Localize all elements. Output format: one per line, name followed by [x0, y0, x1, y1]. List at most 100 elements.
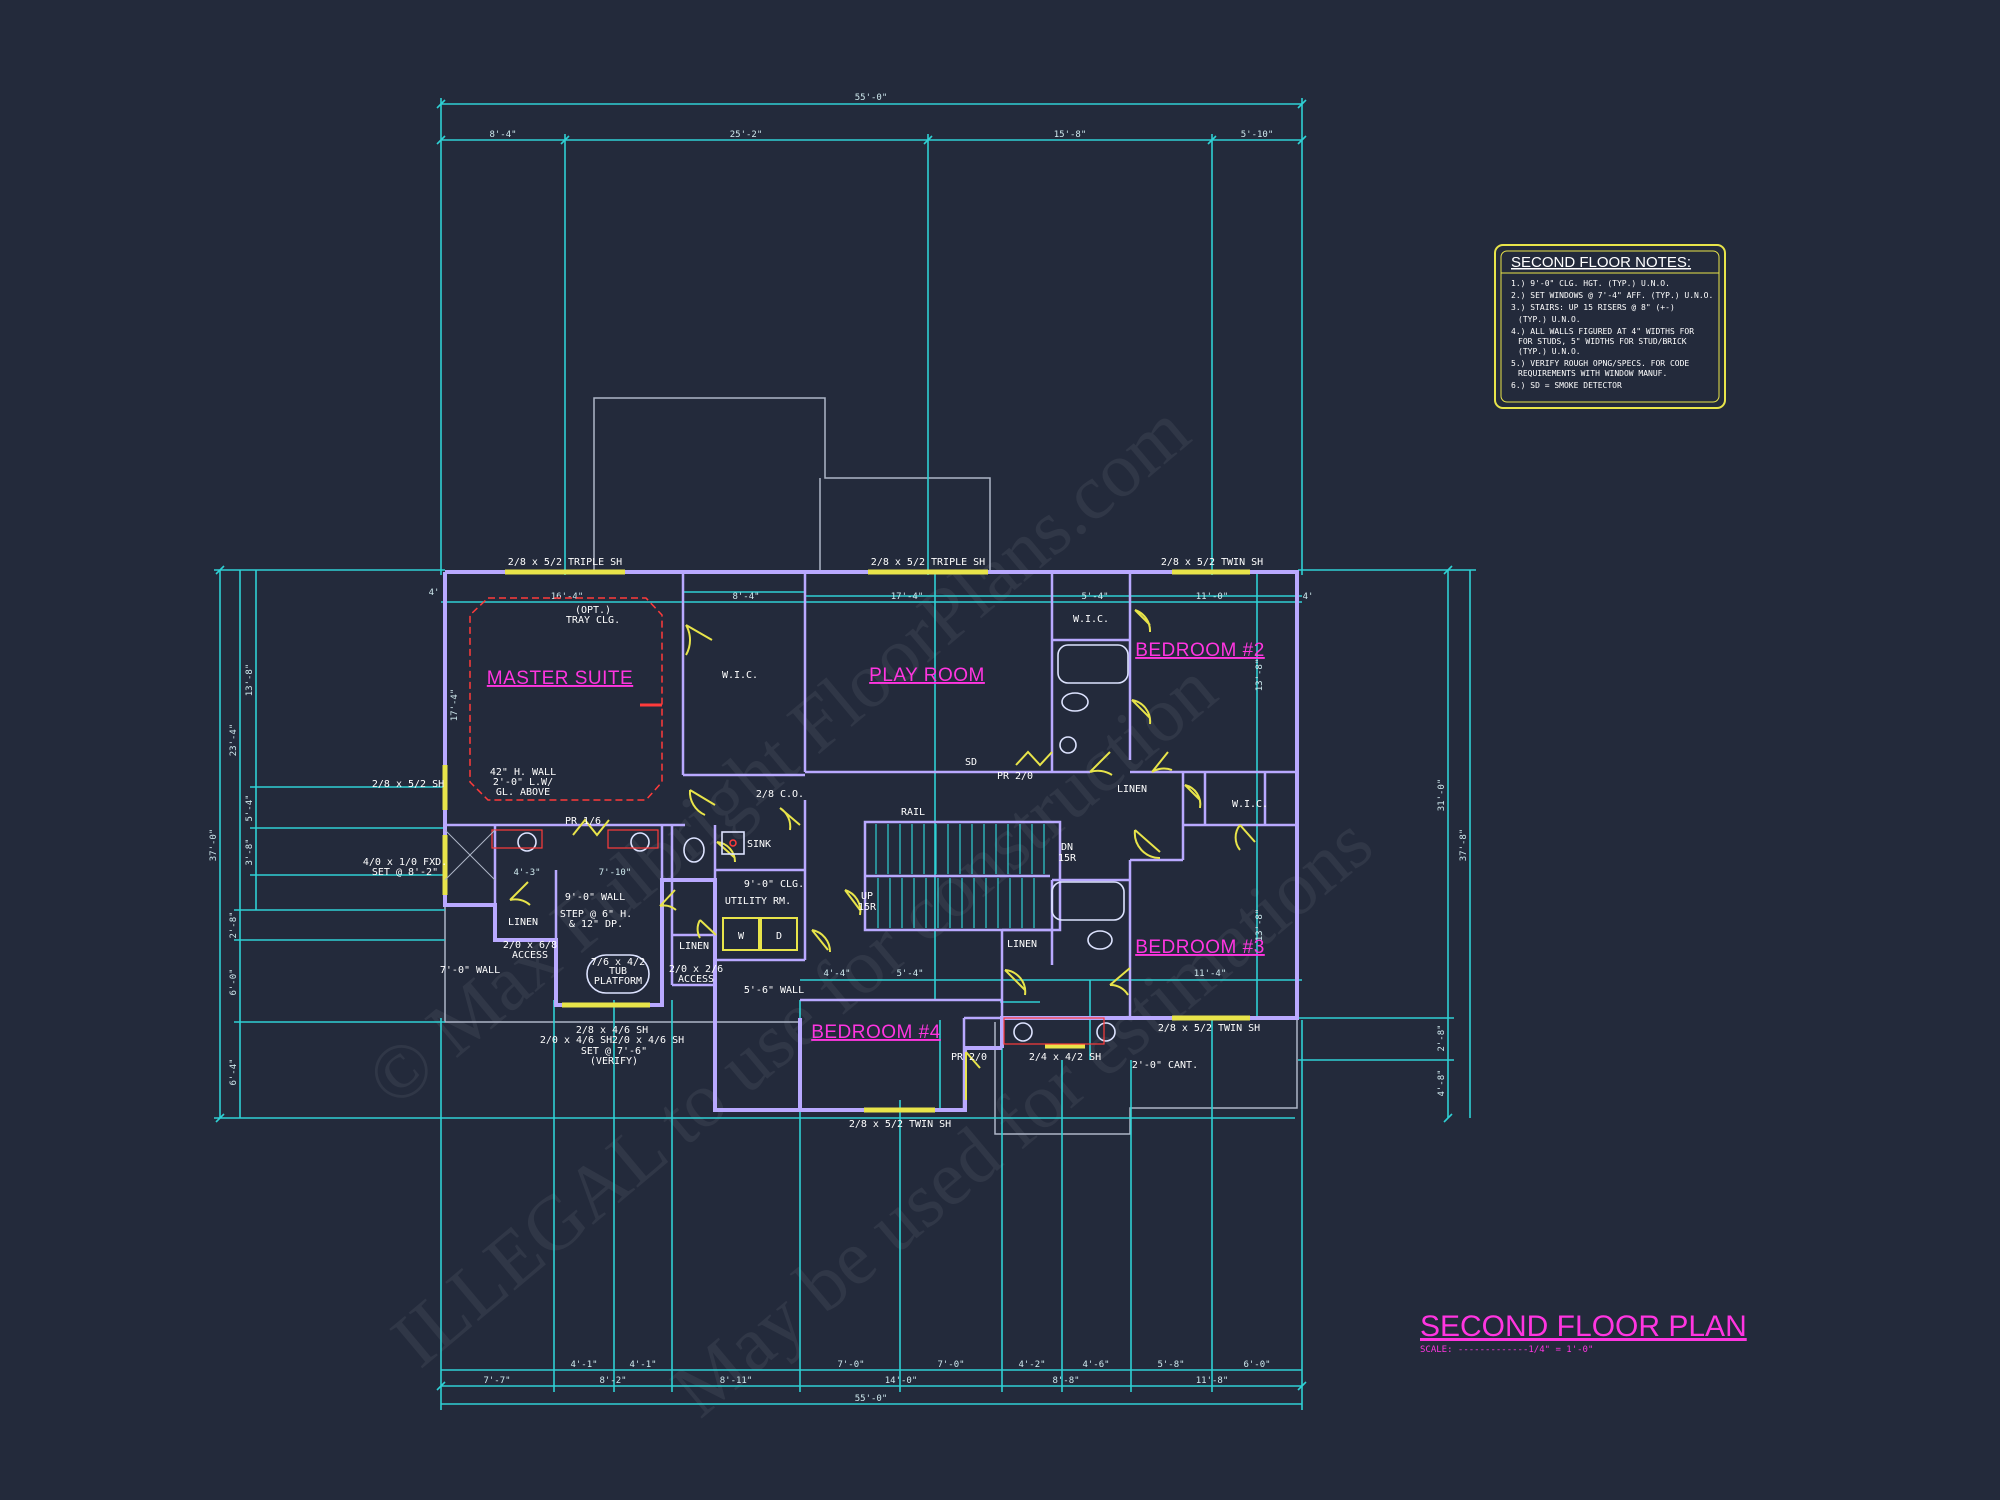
- label-pr-20-hall: PR 2/0: [997, 771, 1033, 782]
- dim-top-overall: 55'-0": [855, 93, 888, 103]
- label-half-wall-3: GL. ABOVE: [496, 787, 550, 798]
- label-pr-20-bed4: PR 2/0: [951, 1052, 987, 1063]
- label-ceiling-9: 9'-0" CLG.: [744, 879, 804, 890]
- note-2: 2.) SET WINDOWS @ 7'-4" AFF. (TYP.) U.N.…: [1511, 291, 1713, 300]
- label-washer: W: [738, 931, 745, 942]
- label-window-bot-1: 2/8 x 4/6 SH: [576, 1025, 648, 1036]
- dim-in-4a: 4': [429, 588, 440, 598]
- label-linen-master: LINEN: [508, 917, 538, 928]
- label-half-wall-2: 2'-0" L.W/: [493, 777, 553, 788]
- dim-bot-12: 5'-8": [1157, 1360, 1184, 1370]
- dim-in-bed3: 11'-4": [1194, 969, 1227, 979]
- label-wic-bed2: W.I.C.: [1073, 614, 1109, 625]
- dim-bot-3: 4'-1": [629, 1360, 656, 1370]
- dim-bot-11: 8'-8": [1052, 1376, 1079, 1386]
- dim-top-3: 15'-8": [1054, 130, 1087, 140]
- label-window-bot-8: 2/8 x 5/2 TWIN SH: [1158, 1023, 1260, 1034]
- note-6: 6.) SD = SMOKE DETECTOR: [1511, 381, 1622, 390]
- dim-top-4: 5'-10": [1241, 130, 1274, 140]
- dim-top-1: 8'-4": [489, 130, 516, 140]
- label-smoke-detector: SD: [965, 757, 977, 768]
- note-5: 5.) VERIFY ROUGH OPNG/SPECS. FOR CODE: [1511, 359, 1689, 368]
- dim-left-2: 23'-4": [229, 724, 239, 757]
- label-access-2: 2/0 x 2/6: [669, 964, 723, 975]
- dim-in-master: 16'-4": [551, 592, 584, 602]
- dim-left-4: 3'-8": [245, 838, 255, 865]
- room-bedroom-2: BEDROOM #2: [1135, 640, 1265, 661]
- note-4c: (TYP.) U.N.O.: [1518, 347, 1581, 356]
- label-window-bot-5: (VERIFY): [590, 1056, 638, 1067]
- label-wall-56: 5'-6" WALL: [744, 985, 804, 996]
- label-linen-bath: LINEN: [1007, 939, 1037, 950]
- sheet-title-block: SECOND FLOOR PLAN SCALE: -------------1/…: [1420, 1310, 1747, 1355]
- dim-left-6: 6'-0": [229, 968, 239, 995]
- dim-bot-8: 14'-0": [885, 1376, 918, 1386]
- label-wic-bed3: W.I.C.: [1232, 799, 1268, 810]
- label-window-top-3: 2/8 x 5/2 TWIN SH: [1161, 557, 1263, 568]
- dim-right-3: 2'-8": [1437, 1024, 1447, 1051]
- label-window-top-2: 2/8 x 5/2 TRIPLE SH: [871, 557, 985, 568]
- label-cantilever: 2'-0" CANT.: [1132, 1060, 1198, 1071]
- note-4b: FOR STUDS, 5" WIDTHS FOR STUD/BRICK: [1518, 337, 1687, 346]
- label-window-bot-3: 2/0 x 4/6 SH: [612, 1035, 684, 1046]
- label-window-bot-6: 2/8 x 5/2 TWIN SH: [849, 1119, 951, 1130]
- doors: [509, 609, 1256, 1100]
- dim-left-5: 2'-8": [229, 911, 239, 938]
- room-bedroom-4: BEDROOM #4: [811, 1022, 941, 1043]
- dim-bot-1: 7'-7": [483, 1376, 510, 1386]
- windows: [442, 569, 1250, 1113]
- dim-bot-7: 7'-0": [937, 1360, 964, 1370]
- dim-in-master-c: 4'-3": [513, 868, 540, 878]
- label-window-bot-7: 2/4 x 4/2 SH: [1029, 1052, 1101, 1063]
- room-master-suite: MASTER SUITE: [487, 668, 633, 689]
- dim-right-4: 4'-8": [1437, 1069, 1447, 1096]
- label-window-left-1: 2/8 x 5/2 SH: [372, 779, 444, 790]
- label-dryer: D: [776, 931, 782, 942]
- label-window-top-1: 2/8 x 5/2 TRIPLE SH: [508, 557, 622, 568]
- dim-bot-14: 11'-8": [1196, 1376, 1229, 1386]
- dim-bot-2: 4'-1": [570, 1360, 597, 1370]
- dim-left-3: 5'-4": [245, 794, 255, 821]
- note-4: 4.) ALL WALLS FIGURED AT 4" WIDTHS FOR: [1511, 327, 1694, 336]
- label-rail: RAIL: [901, 807, 925, 818]
- label-window-left-2b: SET @ 8'-2": [372, 867, 438, 878]
- walls: [443, 570, 1299, 1112]
- dim-in-wic: 8'-4": [732, 592, 759, 602]
- dim-in-master-b: 7'-10": [599, 868, 632, 878]
- dim-right-2: 13'-8": [1255, 909, 1265, 942]
- dim-left-1: 13'-8": [245, 664, 255, 697]
- label-stair-dn-risers: 15R: [1058, 853, 1077, 864]
- label-access-2b: ACCESS: [678, 974, 714, 985]
- dim-in-bed4b: 5'-4": [896, 969, 923, 979]
- label-pr-16: PR 1/6: [565, 816, 601, 827]
- dim-in-bed4a: 4'-4": [823, 969, 850, 979]
- dim-in-bed2b: 5'-4": [1081, 592, 1108, 602]
- dim-bot-9: 4'-2": [1018, 1360, 1045, 1370]
- label-tub-1: 7/6 x 4/2: [591, 957, 645, 968]
- dim-bot-4: 8'-2": [599, 1376, 626, 1386]
- notes-title: SECOND FLOOR NOTES:: [1511, 254, 1691, 271]
- label-utility-room: UTILITY RM.: [725, 896, 791, 907]
- label-wall-7: 7'-0" WALL: [440, 965, 500, 976]
- label-window-bot-4: SET @ 7'-6": [581, 1046, 647, 1057]
- dim-right-overall: 37'-8": [1459, 829, 1469, 862]
- label-tray-opt: (OPT.): [575, 605, 611, 616]
- label-wall-9: 9'-0" WALL: [565, 892, 625, 903]
- dim-left-7: 6'-4": [229, 1058, 239, 1085]
- dim-left-overall: 37'-0": [209, 829, 219, 862]
- label-half-wall-1: 42" H. WALL: [490, 767, 556, 778]
- dim-bot-5: 8'-11": [720, 1376, 753, 1386]
- fixtures: [444, 644, 1129, 1045]
- dimension-lines: [214, 98, 1476, 1410]
- note-3b: (TYP.) U.N.O.: [1518, 315, 1581, 324]
- label-stair-up-risers: 15R: [858, 902, 877, 913]
- label-stair-dn: DN: [1061, 842, 1073, 853]
- note-5b: REQUIREMENTS WITH WINDOW MANUF.: [1518, 369, 1667, 378]
- label-stair-up: UP: [861, 891, 873, 902]
- label-window-bot-2: 2/0 x 4/6 SH: [540, 1035, 612, 1046]
- dim-bot-6: 7'-0": [837, 1360, 864, 1370]
- dim-bot-10: 4'-6": [1082, 1360, 1109, 1370]
- room-play-room: PLAY ROOM: [869, 665, 985, 686]
- label-step-1: STEP @ 6" H.: [560, 909, 632, 920]
